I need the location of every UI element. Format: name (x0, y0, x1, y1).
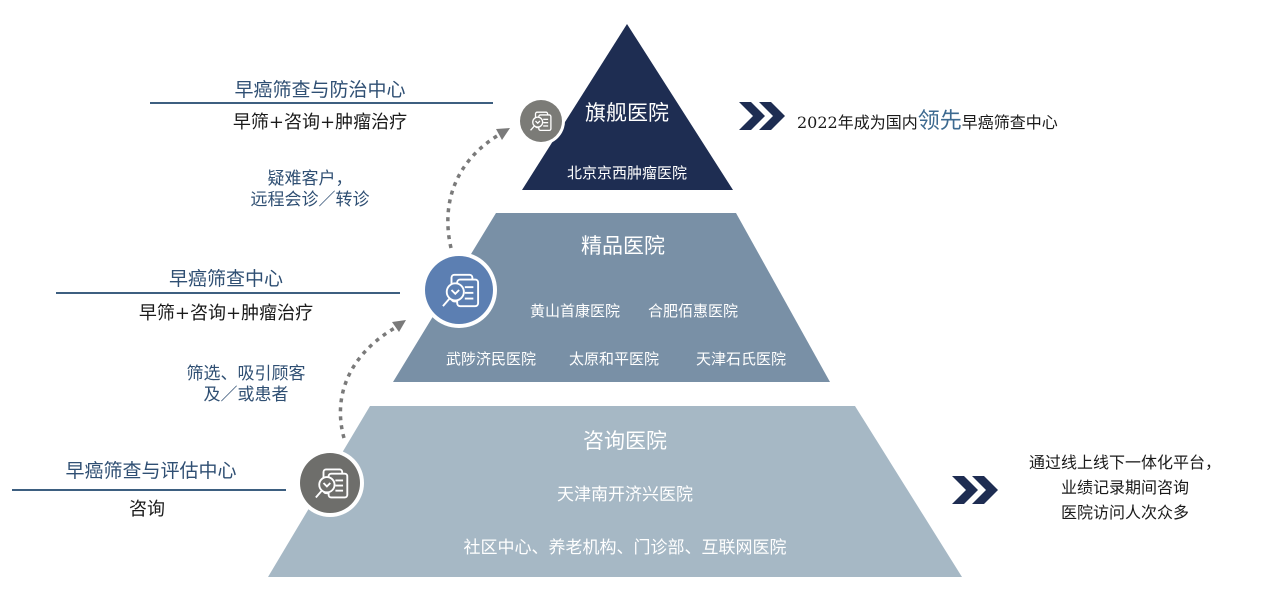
left-label-bottom-title: 早癌筛查与评估中心 (65, 460, 237, 482)
left-label-middle-subtitle: 早筛+咨询+肿瘤治疗 (138, 303, 314, 324)
tier-middle-hospital: 黄山首康医院 (529, 302, 620, 320)
right-note-top-emphasis: 领先 (917, 109, 962, 134)
right-note-top: 2022年成为国内领先早癌筛查中心 (797, 103, 1058, 135)
double-chevron-icon-top (739, 102, 785, 130)
arrow-lower (338, 320, 406, 439)
double-chevron-icon-bottom (952, 476, 998, 504)
tier-bottom-title: 咨询医院 (583, 429, 667, 453)
icon-badge-top (517, 97, 565, 145)
left-label-top-rule (150, 102, 493, 104)
flow-note-lower: 筛选、吸引顾客 及／或患者 (186, 364, 306, 405)
tier-middle-shape (393, 213, 830, 382)
right-note-top-prefix: 2022年成为国内 (797, 113, 918, 132)
tier-top-hospital: 北京京西肿瘤医院 (566, 164, 687, 182)
tier-middle-hospital: 合肥佰惠医院 (647, 302, 738, 320)
right-note-bottom-line: 业绩记录期间咨询 (1060, 478, 1189, 497)
right-note-bottom: 通过线上线下一体化平台， 业绩记录期间咨询 医院访问人次众多 (1000, 450, 1250, 525)
document-search-icon (442, 273, 480, 308)
left-label-middle-rule (56, 292, 400, 294)
tier-bottom-hospital: 社区中心、养老机构、门诊部、互联网医院 (463, 538, 787, 558)
right-note-top-suffix: 早癌筛查中心 (961, 113, 1058, 132)
right-note-bottom-line: 医院访问人次众多 (1060, 503, 1189, 522)
right-note-bottom-line: 通过线上线下一体化平台， (1028, 453, 1221, 472)
left-label-top-title: 早癌筛查与防治中心 (234, 79, 406, 101)
icon-badge-middle (421, 252, 497, 328)
flow-note-upper: 疑难客户， 远程会诊／转诊 (250, 169, 370, 210)
left-label-bottom-subtitle: 咨询 (129, 499, 165, 520)
left-label-top-subtitle: 早筛+咨询+肿瘤治疗 (232, 112, 408, 133)
tier-bottom-shape (268, 406, 962, 577)
tier-top-title: 旗舰医院 (585, 101, 669, 125)
icon-badge-bottom (296, 449, 364, 517)
tier-middle-hospital: 太原和平医院 (568, 350, 659, 368)
tier-middle-hospital: 天津石氏医院 (695, 350, 786, 368)
tier-bottom-hospital: 天津南开济兴医院 (557, 485, 693, 505)
left-label-bottom-rule (12, 489, 286, 491)
tier-middle-hospital: 武陟济民医院 (445, 350, 536, 368)
arrow-upper (446, 128, 510, 249)
tier-top-shape (522, 24, 733, 190)
document-search-icon (530, 111, 552, 132)
left-label-middle-title: 早癌筛查中心 (168, 268, 283, 290)
tier-middle-title: 精品医院 (581, 234, 665, 258)
document-search-icon (315, 468, 349, 499)
